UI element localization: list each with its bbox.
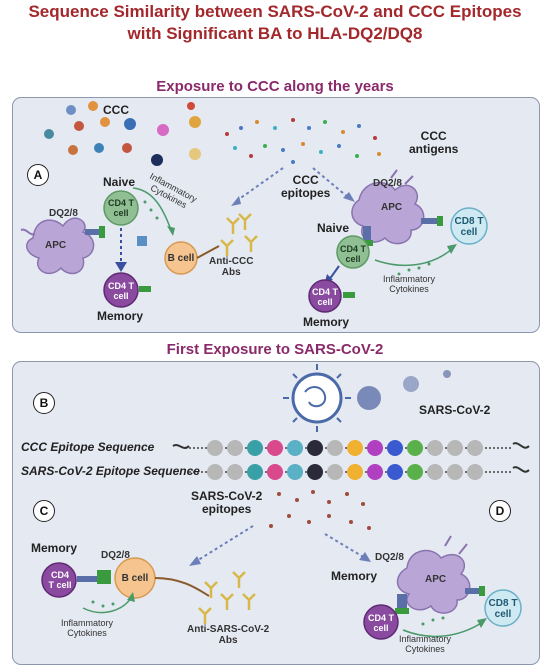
panel-a-illustration [20, 101, 488, 313]
b-cell-c-label: B cell [121, 573, 149, 584]
sars-label: SARS-CoV-2 [419, 403, 491, 417]
cd4-memory-right-label: CD4 T cell [311, 287, 338, 307]
cd4-naive-right-label: CD4 T cell [339, 244, 366, 264]
ccc-sequence-label: CCC Epitope Sequence [21, 440, 155, 454]
ccc-label: CCC [103, 103, 129, 117]
apc-d-label: APC [425, 574, 447, 585]
apc-right-label: APC [381, 202, 403, 213]
ccc-sequence-beads [207, 440, 483, 456]
apc-left-cell [20, 217, 95, 275]
panel-b-illustration [41, 364, 530, 640]
anti-ccc-label: Anti-CCC Abs [209, 256, 254, 278]
dq-d-label: DQ2/8 [375, 552, 404, 563]
marker-c: C [33, 500, 55, 522]
cytokine-dots-c [91, 600, 115, 608]
b-cell-left-label: B cell [167, 253, 195, 264]
ccc-antigens-label: CCC antigens [409, 129, 459, 156]
figure-title-line2: with Significant BA to HLA-DQ2/DQ8 [127, 24, 423, 43]
cd4-naive-right-cell [336, 235, 370, 269]
apc-left-label: APC [45, 240, 67, 251]
cd8-right-cell [450, 207, 488, 245]
cd4-d-label: CD4 T cell [367, 613, 394, 633]
marker-b: B [33, 392, 55, 414]
cytokine-dots-left [143, 200, 159, 220]
apc-d-cell [396, 535, 471, 614]
anti-sars-antibody-icons [198, 571, 256, 624]
cd4-naive-left-label: CD4 T cell [107, 198, 134, 218]
anti-sars-label: Anti-SARS-CoV-2 Abs [187, 624, 270, 646]
dq-c-label: DQ2/8 [101, 550, 130, 561]
marker-a: A [27, 164, 49, 186]
ccc-epitopes-label: CCC epitopes [281, 173, 331, 200]
naive-left-label: Naive [103, 175, 136, 189]
ccc-virus-cluster-icon [44, 101, 201, 166]
cd4-memory-c-cell [41, 562, 77, 598]
memory-right-label: Memory [303, 315, 350, 329]
figure-title-line1: Sequence Similarity between SARS-CoV-2 a… [28, 2, 522, 21]
cd4-memory-left-cell [103, 272, 139, 308]
cd4-memory-right-cell [308, 279, 342, 313]
memory-left-label: Memory [97, 309, 144, 323]
cytokine-dots-right [397, 262, 431, 276]
sars-sequence-label: SARS-CoV-2 Epitope Sequence [21, 464, 200, 478]
cd8-d-cell [484, 589, 522, 627]
cytokine-dots-d [421, 616, 445, 626]
sars-epitope-dots [269, 490, 371, 530]
sars-sequence-beads [207, 464, 483, 480]
inflammatory-right-label: Inflammatory Cytokines [383, 274, 436, 294]
ccc-antigen-dots [225, 118, 381, 164]
dq-right-label: DQ2/8 [373, 178, 402, 189]
dq-left-label: DQ2/8 [49, 208, 78, 219]
inflammatory-d-label: Inflammatory Cytokines [399, 634, 452, 654]
sars-cov-2-virus-icon [283, 364, 451, 432]
cd4-memory-d-cell [363, 604, 399, 640]
cd8-d-label: CD8 T cell [488, 598, 518, 620]
sars-epitopes-label: SARS-CoV-2 epitopes [191, 489, 263, 516]
inflammatory-c-label: Inflammatory Cytokines [61, 618, 114, 638]
memory-d-label: Memory [331, 569, 378, 583]
section-heading-ccc: Exposure to CCC along the years [156, 78, 394, 95]
panel-sars-exposure: B SARS-CoV-2 CCC Epitope Sequence SARS-C… [12, 361, 540, 665]
cd4-c-label: CD4 T cell [48, 570, 72, 590]
cd8-right-label: CD8 T cell [454, 216, 484, 238]
cd4-naive-left-cell [103, 190, 139, 226]
memory-c-label: Memory [31, 541, 78, 555]
naive-right-label: Naive [317, 221, 350, 235]
marker-d: D [489, 500, 511, 522]
section-heading-sars: First Exposure to SARS-CoV-2 [166, 341, 384, 358]
anti-ccc-antibody-icons [220, 213, 258, 256]
panel-ccc-exposure: A CCC CCC antigens CCC epitopes Naive CD… [12, 97, 540, 333]
cd4-memory-left-label: CD4 T cell [107, 281, 134, 301]
